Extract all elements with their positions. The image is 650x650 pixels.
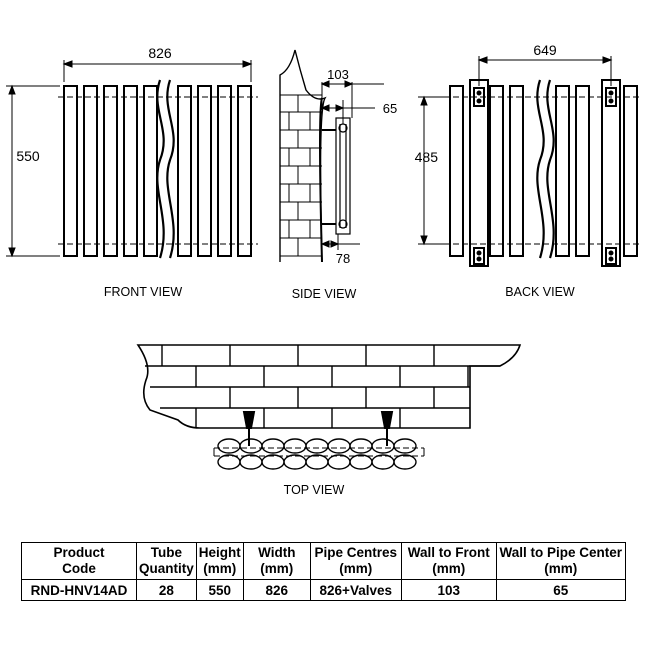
cell-height: 550 bbox=[195, 579, 244, 601]
front-width-label: 826 bbox=[148, 45, 172, 61]
front-view-break-lines bbox=[156, 79, 175, 259]
back-view bbox=[418, 56, 640, 267]
top-view-wall bbox=[136, 344, 522, 429]
back-view-title: BACK VIEW bbox=[505, 285, 575, 299]
back-height-dimension bbox=[418, 95, 448, 246]
side-view-bricks bbox=[280, 94, 322, 257]
front-height-label: 550 bbox=[16, 148, 40, 164]
side-bottom-label: 78 bbox=[336, 251, 350, 266]
front-view-title: FRONT VIEW bbox=[104, 285, 182, 299]
top-view-bricks bbox=[145, 345, 500, 428]
cell-wall-to-pipe-center: 65 bbox=[495, 579, 626, 601]
front-height-dimension bbox=[6, 84, 60, 258]
side-view-title: SIDE VIEW bbox=[292, 287, 357, 301]
back-view-tubes bbox=[449, 85, 638, 257]
technical-drawing: 826 550 FRONT VIEW bbox=[6, 42, 640, 497]
back-width-dimension bbox=[477, 56, 613, 86]
top-view bbox=[136, 344, 522, 470]
side-view-radiator bbox=[322, 117, 351, 235]
header-product-code: Product Code bbox=[21, 542, 137, 580]
top-view-radiator-tubes bbox=[217, 438, 417, 470]
side-view bbox=[279, 49, 384, 263]
front-view-tubes bbox=[63, 85, 252, 257]
front-view bbox=[6, 60, 258, 259]
header-height: Height (mm) bbox=[195, 542, 244, 580]
top-view-headers bbox=[213, 447, 425, 457]
header-wall-to-front: Wall to Front (mm) bbox=[400, 542, 497, 580]
front-width-dimension bbox=[62, 60, 253, 82]
header-width: Width (mm) bbox=[242, 542, 311, 580]
cell-wall-to-front: 103 bbox=[400, 579, 497, 601]
back-height-label: 485 bbox=[415, 149, 439, 165]
cell-tube-quantity: 28 bbox=[136, 579, 197, 601]
side-wall-to-pipe-label: 65 bbox=[383, 101, 397, 116]
cell-pipe-centres: 826+Valves bbox=[309, 579, 402, 601]
back-view-headers bbox=[444, 96, 640, 245]
cell-product-code: RND-HNV14AD bbox=[21, 579, 137, 601]
back-view-brackets bbox=[469, 79, 621, 267]
spec-table-row: RND-HNV14AD 28 550 826 826+Valves 103 65 bbox=[21, 579, 626, 601]
top-view-brackets bbox=[242, 411, 394, 446]
back-width-label: 649 bbox=[533, 42, 557, 58]
side-wall-to-front-label: 103 bbox=[327, 67, 349, 82]
side-view-dimensions bbox=[320, 80, 384, 250]
spec-table-header-row: Product Code Tube Quantity Height (mm) W… bbox=[21, 542, 626, 580]
header-wall-to-pipe-center: Wall to Pipe Center (mm) bbox=[495, 542, 626, 580]
header-pipe-centres: Pipe Centres (mm) bbox=[309, 542, 402, 580]
spec-table: Product Code Tube Quantity Height (mm) W… bbox=[21, 542, 626, 601]
header-tube-quantity: Tube Quantity bbox=[136, 542, 197, 580]
side-view-wall bbox=[279, 49, 327, 263]
back-view-break-lines bbox=[536, 79, 555, 259]
top-view-title: TOP VIEW bbox=[284, 483, 345, 497]
cell-width: 826 bbox=[242, 579, 311, 601]
